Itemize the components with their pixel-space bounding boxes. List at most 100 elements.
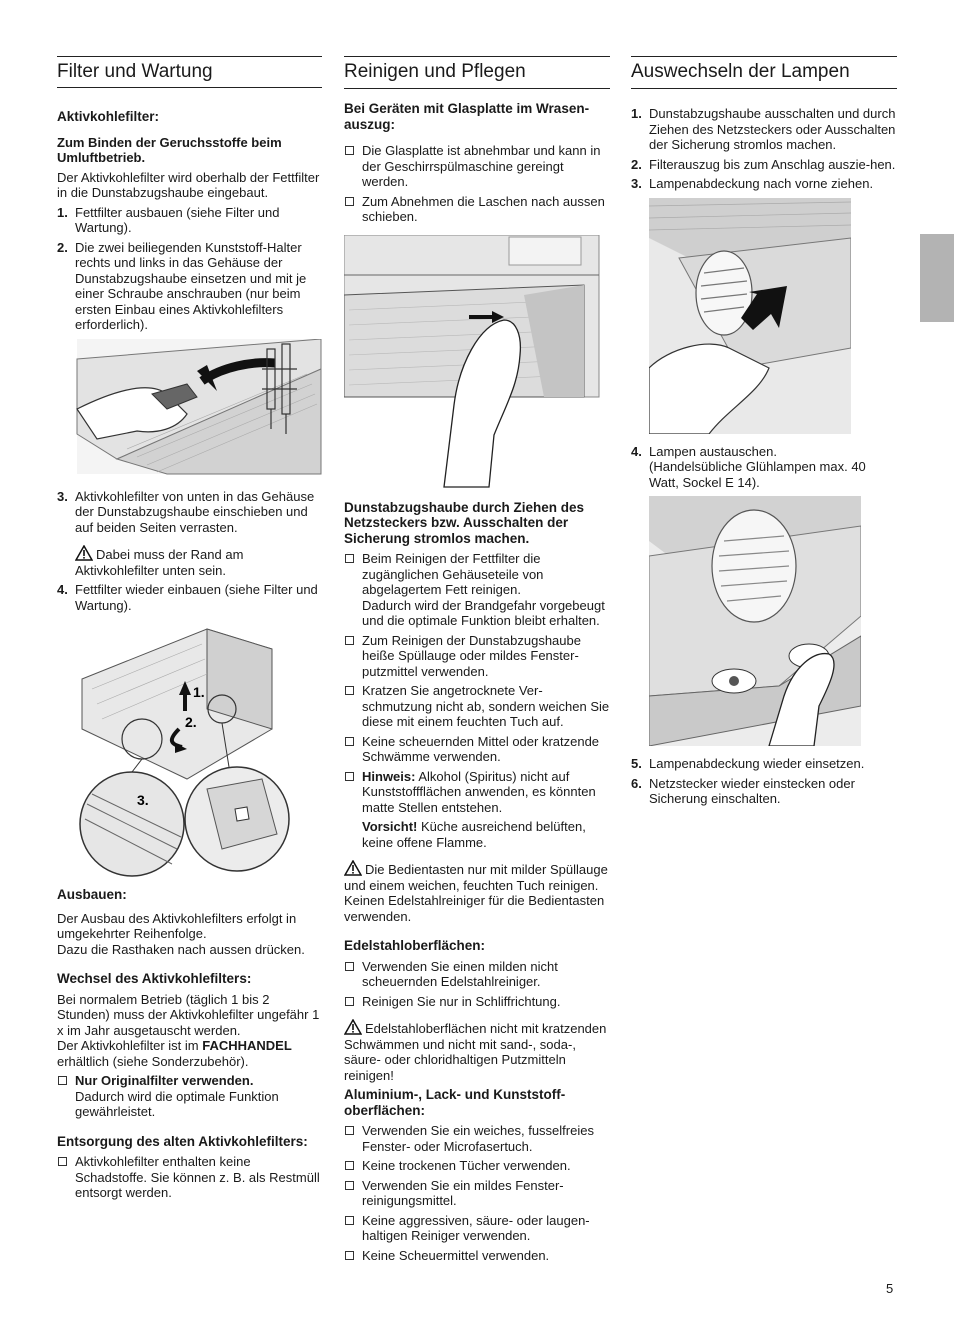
step-text: Fettfilter wieder einbauen (siehe Filter… — [75, 582, 318, 613]
wechsel-text-2a: Der Aktivkohlefilter ist im — [57, 1038, 199, 1053]
alu-item-text: Keine trockenen Tücher verwenden. — [362, 1158, 571, 1173]
wechsel-text-1: Bei normalem Betrieb (täglich 1 bis 2 St… — [57, 991, 320, 1038]
step-number: 1. — [57, 204, 68, 220]
step-item: 4. Fettfilter wieder einbauen (siehe Fil… — [57, 582, 322, 613]
step-number: 2. — [631, 156, 642, 172]
page-number: 5 — [886, 1281, 894, 1296]
ausbauen-text-1: Der Ausbau des Aktivkohlefilters erfolgt… — [57, 910, 297, 942]
clean-item-text: Zum Reinigen der Dunstabzugshaube heiße … — [362, 632, 581, 679]
section-title-lampen: Auswechseln der Lampen — [631, 56, 897, 89]
ausbauen-text-2: Dazu die Rasthaken nach aussen drücken. — [57, 941, 305, 957]
step-number: 2. — [57, 239, 68, 255]
alu-item-text: Keine aggressiven, säure- oder laugen-ha… — [362, 1212, 590, 1244]
clean-item-text: Keine scheuernden Mittel oder kratzende … — [362, 733, 600, 765]
step-item: 2. Die zwei beiliegenden Kunststoff-Halt… — [57, 240, 322, 333]
alu-item-text: Keine Scheuermittel verwenden. — [362, 1247, 550, 1263]
step-item: 3. Aktivkohlefilter von unten in das Geh… — [57, 489, 322, 536]
step-text: Die zwei beiliegenden Kunststoff-Halter … — [75, 239, 307, 333]
intro-text: Der Aktivkohlefilter wird oberhalb der F… — [57, 169, 320, 201]
step-item: 4. Lampen austauschen. (Handelsübliche G… — [631, 444, 897, 491]
fig-label-1: 1. — [193, 684, 205, 700]
step-number: 4. — [57, 582, 68, 597]
clean-item: Kratzen Sie angetrocknete Ver-schmutzung… — [344, 683, 610, 730]
checkbox-bullet-icon — [345, 1250, 354, 1260]
step-text: Fettfilter ausbauen (siehe Filter und Wa… — [75, 204, 280, 236]
column-reinigen-und-pflegen: Reinigen und Pflegen Bei Geräten mit Gla… — [344, 56, 610, 1267]
step-item: 2. Filterauszug bis zum Anschlag auszie-… — [631, 157, 897, 173]
vorsicht-text: Küche ausreichend belüften, keine offene… — [362, 819, 586, 850]
hinweis-label: Hinweis: — [362, 768, 416, 784]
checkbox-bullet-icon — [345, 146, 354, 155]
checkbox-bullet-icon — [345, 996, 354, 1006]
alu-item: Keine trockenen Tücher verwenden. — [344, 1158, 610, 1174]
checkbox-bullet-icon — [58, 1076, 67, 1085]
alu-heading: Aluminium-, Lack- und Kunststoff-oberflä… — [344, 1087, 566, 1118]
edelstahl-heading: Edelstahloberflächen: — [344, 938, 486, 953]
wechsel-text-2b: erhältlich (siehe Sonderzubehör). — [57, 1053, 249, 1069]
column-auswechseln-der-lampen: Auswechseln der Lampen 1. Dunstabzugshau… — [631, 56, 897, 811]
entsorgung-text: Aktivkohlefilter enthalten keine Schadst… — [75, 1154, 320, 1200]
checkbox-bullet-icon — [345, 771, 354, 781]
warning-icon — [344, 1019, 362, 1035]
fig-label-2: 2. — [185, 714, 197, 730]
lamp-replace-illustration — [649, 496, 861, 746]
lamp-cover-illustration — [649, 197, 851, 434]
edelstahl-item: Verwenden Sie einen milden nicht scheuer… — [344, 959, 610, 990]
warning-icon — [344, 860, 362, 876]
step-text: Lampenabdeckung wieder einsetzen. — [649, 756, 865, 771]
checkbox-bullet-icon — [345, 736, 354, 746]
wechsel-text-2: Der Aktivkohlefilter ist im FACHHANDEL e… — [57, 1038, 322, 1069]
step-item: 1. Fettfilter ausbauen (siehe Filter und… — [57, 205, 322, 236]
entsorgung-heading: Entsorgung des alten Aktivkohlefilters: — [57, 1133, 308, 1149]
glass-panel-illustration — [344, 234, 600, 488]
step3-warning: Dabei muss der Rand am Aktivkohlefilter … — [57, 545, 322, 578]
checkbox-bullet-icon — [345, 1180, 354, 1190]
hinweis-text: Alkohol (Spiritus) nicht auf Kunststofff… — [362, 768, 596, 815]
step-number: 6. — [631, 775, 642, 791]
step-number: 3. — [57, 488, 68, 504]
clean-item: Beim Reinigen der Fettfilter die zugängl… — [344, 551, 610, 629]
alu-item-text: Verwenden Sie ein mildes Fenster-reinigu… — [362, 1177, 564, 1209]
glas-item: Zum Abnehmen die Laschen nach aussen sch… — [344, 194, 610, 225]
alu-item: Keine Scheuermittel verwenden. — [344, 1248, 610, 1264]
alu-item: Keine aggressiven, säure- oder laugen-ha… — [344, 1213, 610, 1244]
step-text-2: (Handelsübliche Glühlampen max. 40 Watt,… — [649, 459, 866, 490]
step-text: Lampenabdeckung nach vorne ziehen. — [649, 176, 874, 191]
step-item: 6. Netzstecker wieder einstecken oder Si… — [631, 776, 897, 807]
fig-label-3: 3. — [137, 792, 149, 808]
alu-item-text: Verwenden Sie ein weiches, fusselfreies … — [362, 1123, 594, 1154]
checkbox-bullet-icon — [345, 1161, 354, 1170]
warning-text: Dabei muss der Rand am Aktivkohlefilter … — [75, 547, 244, 578]
clean-item-text: Beim Reinigen der Fettfilter die zugängl… — [362, 551, 544, 597]
clean-item-text: Kratzen Sie angetrocknete Ver-schmutzung… — [362, 683, 610, 729]
glas-item-text: Zum Abnehmen die Laschen nach aussen sch… — [362, 193, 605, 225]
filter-holder-illustration — [76, 338, 322, 474]
bedien-warning-text: Die Bedientasten nur mit milder Spüllaug… — [344, 862, 608, 893]
filter-install-illustration: 1. 2. 3. — [79, 628, 290, 877]
step-item: 1. Dunstabzugshaube ausschalten und durc… — [631, 106, 897, 153]
ausbauen-heading: Ausbauen: — [57, 887, 127, 902]
edelstahl-item: Reinigen Sie nur in Schliffrichtung. — [344, 994, 610, 1010]
glasplatte-heading: Bei Geräten mit Glasplatte im Wrasen-aus… — [344, 101, 590, 132]
alu-item: Verwenden Sie ein weiches, fusselfreies … — [344, 1123, 610, 1154]
original-filter-bold: Nur Originalfilter verwenden. — [75, 1073, 254, 1088]
vorsicht-label: Vorsicht! — [362, 819, 418, 834]
checkbox-bullet-icon — [345, 196, 354, 206]
column-filter-und-wartung: Filter und Wartung Aktivkohlefilter: Zum… — [57, 56, 322, 1205]
edelstahl-warning: Edelstahloberflächen nicht mit kratzende… — [344, 1019, 610, 1083]
checkbox-bullet-icon — [345, 686, 354, 695]
step-text: Dunstabzugshaube ausschalten und durch Z… — [649, 106, 896, 152]
bedien-warning: Die Bedientasten nur mit milder Spüllaug… — [344, 860, 610, 893]
step-item: 5. Lampenabdeckung wieder einsetzen. — [631, 756, 897, 772]
step-number: 1. — [631, 106, 642, 121]
step-text: Filterauszug bis zum Anschlag auszie-hen… — [649, 156, 896, 172]
strom-heading: Dunstabzugshaube durch Ziehen des Netzst… — [344, 499, 585, 546]
edelstahl-item-text: Verwenden Sie einen milden nicht scheuer… — [362, 958, 558, 990]
glas-item: Die Glasplatte ist abnehmbar und kann in… — [344, 143, 610, 190]
step-item: 3. Lampenabdeckung nach vorne ziehen. — [631, 176, 897, 192]
checkbox-bullet-icon — [345, 961, 354, 971]
glas-item-text: Die Glasplatte ist abnehmbar und kann in… — [362, 143, 601, 189]
clean-item-text-2: Dadurch wird der Brandgefahr vorgebeugt … — [362, 597, 605, 629]
alu-item: Verwenden Sie ein mildes Fenster-reinigu… — [344, 1178, 610, 1209]
original-filter-text: Dadurch wird die optimale Funktion gewäh… — [75, 1088, 279, 1120]
